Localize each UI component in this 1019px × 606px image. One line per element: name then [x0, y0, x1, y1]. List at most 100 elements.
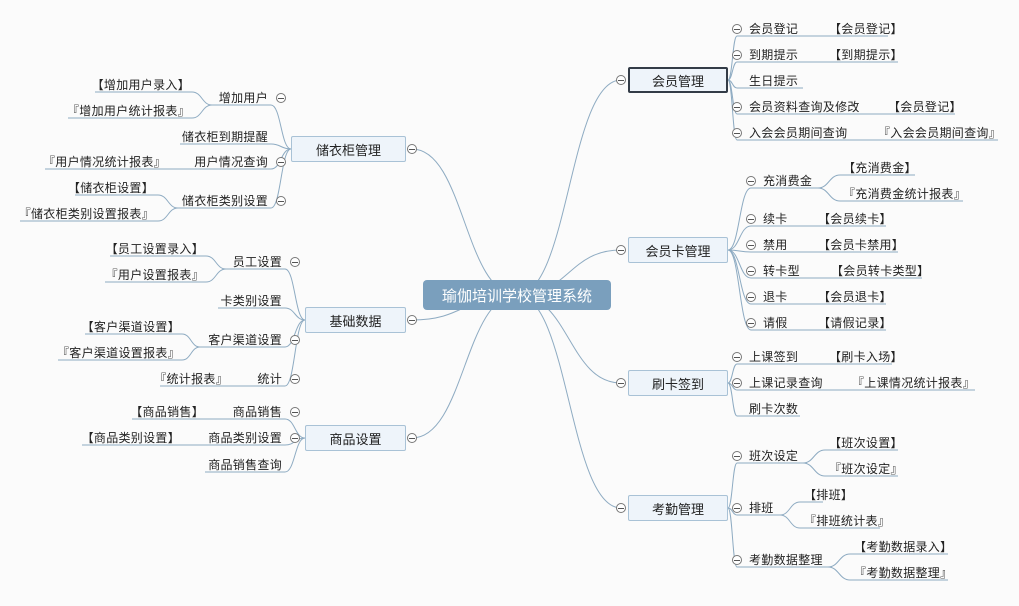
collapse-icon[interactable]	[746, 292, 756, 302]
report-label[interactable]: 【考勤数据录入】	[854, 540, 953, 554]
collapse-icon[interactable]	[407, 315, 417, 325]
topic-card-checkin[interactable]: 刷卡签到	[628, 370, 728, 396]
subtopic-label[interactable]: 转卡型	[763, 264, 800, 278]
collapse-icon[interactable]	[290, 257, 300, 267]
report-label[interactable]: 『考勤数据整理』	[854, 566, 953, 580]
subtopic-label[interactable]: 会员资料查询及修改	[749, 100, 860, 114]
subtopic-label[interactable]: 商品销售查询	[208, 458, 282, 472]
subtopic-label[interactable]: 到期提示	[749, 48, 799, 62]
collapse-icon[interactable]	[407, 433, 417, 443]
report-label[interactable]: 【客户渠道设置】	[81, 320, 180, 334]
report-label[interactable]: 『储衣柜类别设置报表』	[18, 207, 154, 221]
report-label[interactable]: 【到期提示】	[829, 48, 903, 62]
collapse-icon[interactable]	[616, 378, 626, 388]
report-label[interactable]: 『入会会员期间查询』	[878, 126, 1002, 140]
collapse-icon[interactable]	[746, 266, 756, 276]
report-label[interactable]: 【增加用户录入】	[91, 78, 190, 92]
report-label[interactable]: 『充消费金统计报表』	[843, 187, 967, 201]
report-label[interactable]: 【请假记录】	[818, 316, 892, 330]
collapse-icon[interactable]	[290, 407, 300, 417]
report-label[interactable]: 『班次设定』	[829, 462, 903, 476]
report-label[interactable]: 【员工设置录入】	[105, 242, 204, 256]
subtopic-label[interactable]: 上课签到	[749, 350, 799, 364]
report-label[interactable]: 【班次设置】	[829, 436, 903, 450]
collapse-icon[interactable]	[746, 176, 756, 186]
root-topic[interactable]: 瑜伽培训学校管理系统	[423, 280, 611, 310]
subtopic-label[interactable]: 请假	[763, 316, 788, 330]
collapse-icon[interactable]	[616, 245, 626, 255]
subtopic-label[interactable]: 统计	[257, 372, 282, 386]
subtopic-label[interactable]: 排班	[749, 501, 774, 515]
subtopic-label[interactable]: 用户情况查询	[194, 155, 268, 169]
connector-line	[516, 294, 622, 509]
report-label[interactable]: 『统计报表』	[154, 372, 228, 386]
subtopic-label[interactable]: 刷卡次数	[749, 402, 799, 416]
collapse-icon[interactable]	[732, 555, 742, 565]
subtopic-label[interactable]: 客户渠道设置	[208, 333, 282, 347]
topic-basic-data[interactable]: 基础数据	[305, 307, 406, 333]
subtopic-label[interactable]: 充消费金	[763, 174, 813, 188]
collapse-icon[interactable]	[290, 374, 300, 384]
collapse-icon[interactable]	[276, 93, 286, 103]
collapse-icon[interactable]	[290, 433, 300, 443]
subtopic-label[interactable]: 班次设定	[749, 449, 799, 463]
collapse-icon[interactable]	[616, 503, 626, 513]
collapse-icon[interactable]	[732, 503, 742, 513]
topic-product-settings[interactable]: 商品设置	[305, 425, 406, 451]
subtopic-label[interactable]: 生日提示	[749, 74, 799, 88]
collapse-icon[interactable]	[746, 214, 756, 224]
topic-membership-card[interactable]: 会员卡管理	[628, 237, 728, 263]
report-label[interactable]: 『排班统计表』	[804, 514, 891, 528]
collapse-icon[interactable]	[732, 451, 742, 461]
collapse-icon[interactable]	[746, 240, 756, 250]
subtopic-label[interactable]: 商品类别设置	[208, 431, 282, 445]
topic-member-management[interactable]: 会员管理	[628, 67, 728, 93]
collapse-icon[interactable]	[290, 335, 300, 345]
subtopic-label[interactable]: 上课记录查询	[749, 376, 823, 390]
report-label[interactable]: 【充消费金】	[843, 161, 917, 175]
report-label[interactable]: 【商品销售】	[130, 405, 204, 419]
report-label[interactable]: 『增加用户统计报表』	[66, 104, 190, 118]
collapse-icon[interactable]	[276, 157, 286, 167]
subtopic-label[interactable]: 卡类别设置	[220, 294, 282, 308]
subtopic-label[interactable]: 会员登记	[749, 22, 799, 36]
report-label[interactable]: 『上课情况统计报表』	[852, 376, 976, 390]
subtopic-label[interactable]: 续卡	[763, 212, 788, 226]
report-label[interactable]: 【商品类别设置】	[81, 431, 180, 445]
report-label[interactable]: 【会员转卡类型】	[831, 264, 930, 278]
subtopic-label[interactable]: 入会会员期间查询	[749, 126, 848, 140]
subtopic-label[interactable]: 禁用	[763, 238, 788, 252]
topic-attendance[interactable]: 考勤管理	[628, 495, 728, 521]
subtopic-label[interactable]: 增加用户	[218, 91, 268, 105]
collapse-icon[interactable]	[732, 128, 742, 138]
collapse-icon[interactable]	[732, 50, 742, 60]
report-label[interactable]: 【刷卡入场】	[829, 350, 903, 364]
subtopic-label[interactable]: 员工设置	[232, 255, 282, 269]
report-label[interactable]: 『用户情况统计报表』	[42, 155, 166, 169]
collapse-icon[interactable]	[732, 102, 742, 112]
subtopic-label[interactable]: 考勤数据整理	[749, 553, 823, 567]
report-label[interactable]: 【会员卡禁用】	[818, 238, 905, 252]
collapse-icon[interactable]	[276, 196, 286, 206]
connector-line	[727, 507, 738, 568]
report-label[interactable]: 『客户渠道设置报表』	[56, 346, 180, 360]
subtopic-label[interactable]: 退卡	[763, 290, 788, 304]
subtopic-label[interactable]: 商品销售	[232, 405, 282, 419]
report-label[interactable]: 『用户设置报表』	[105, 268, 204, 282]
report-label[interactable]: 【会员续卡】	[818, 212, 892, 226]
collapse-icon[interactable]	[746, 318, 756, 328]
subtopic-label[interactable]: 储衣柜到期提醒	[181, 130, 268, 144]
collapse-icon[interactable]	[407, 144, 417, 154]
connector-line	[205, 255, 227, 270]
report-label[interactable]: 【会员登记】	[888, 100, 962, 114]
topic-locker-management[interactable]: 储衣柜管理	[291, 136, 406, 162]
report-label[interactable]: 【储衣柜设置】	[67, 181, 154, 195]
collapse-icon[interactable]	[732, 24, 742, 34]
report-label[interactable]: 【排班】	[804, 488, 854, 502]
collapse-icon[interactable]	[616, 75, 626, 85]
report-label[interactable]: 【会员退卡】	[818, 290, 892, 304]
subtopic-label[interactable]: 储衣柜类别设置	[181, 194, 268, 208]
report-label[interactable]: 【会员登记】	[829, 22, 903, 36]
collapse-icon[interactable]	[732, 378, 742, 388]
collapse-icon[interactable]	[732, 352, 742, 362]
